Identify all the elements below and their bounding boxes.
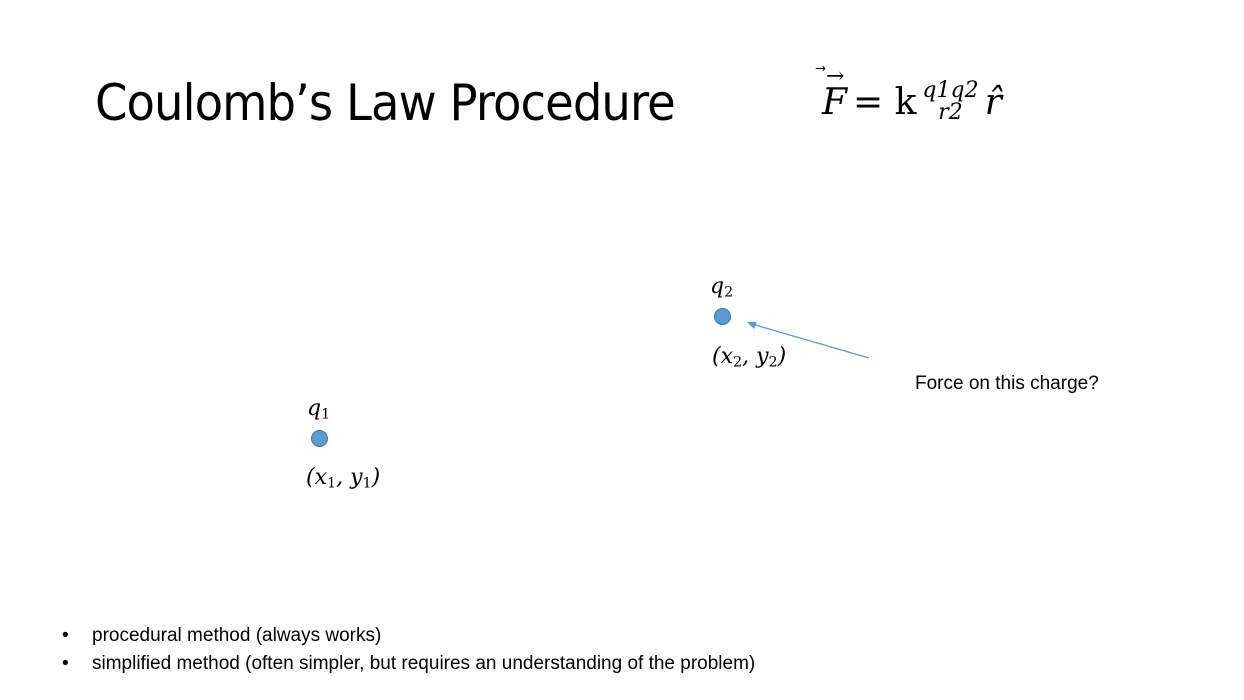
coord-text: (x: [306, 465, 327, 490]
coord-sub: 1: [362, 475, 372, 492]
bullet-item: •procedural method (always works): [62, 625, 382, 646]
formula-denominator: r2: [938, 100, 963, 125]
coord-sub: 2: [733, 354, 743, 371]
bullet-item: •simplified method (often simpler, but r…: [62, 653, 756, 674]
coord-sub: 2: [768, 354, 778, 371]
arrow-head: [747, 322, 757, 329]
charge-symbol: q: [710, 274, 725, 299]
bullet-text: procedural method (always works): [92, 625, 382, 646]
coord-text: , y: [336, 465, 363, 490]
charge-subscript: 1: [321, 406, 331, 423]
coord-text: , y: [742, 344, 769, 369]
formula-force: F: [822, 81, 847, 123]
slide-title: Coulomb’s Law Procedure: [95, 74, 676, 132]
coord-text: ): [777, 344, 787, 369]
arrow-line: [751, 323, 870, 359]
coord-sub: 1: [327, 475, 337, 492]
charge-1-coords: (x1, y1): [306, 465, 380, 492]
formula-unit-vector: r̂: [984, 81, 1002, 123]
formula-numerator: q1q2: [922, 78, 979, 103]
charge-2-dot: [714, 308, 731, 325]
coord-text: (x: [712, 344, 733, 369]
charge-2-coords: (x2, y2): [712, 344, 786, 371]
bullet-text: simplified method (often simpler, but re…: [92, 653, 756, 674]
coulomb-formula: ⃗→F = k q1q2 r2 r̂: [822, 63, 1002, 125]
charge-subscript: 2: [724, 284, 734, 301]
charge-1-label: q1: [307, 396, 330, 423]
charge-symbol: q: [307, 396, 322, 421]
annotation-text: Force on this charge?: [915, 373, 1099, 394]
formula-eq: = k: [852, 81, 917, 123]
charge-1-dot: [311, 430, 328, 447]
coord-text: ): [371, 465, 381, 490]
charge-2-label: q2: [710, 274, 733, 301]
